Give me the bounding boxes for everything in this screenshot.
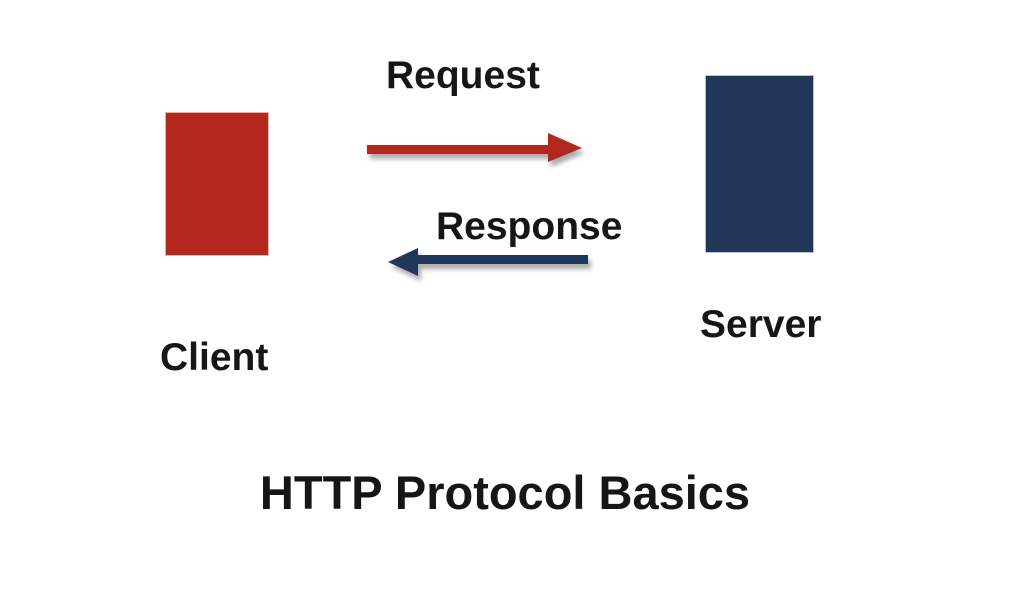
- server-label: Server: [700, 303, 822, 346]
- request-arrow-shaft: [367, 145, 550, 154]
- response-label: Response: [436, 205, 623, 248]
- request-arrow-head: [548, 133, 582, 162]
- response-arrow-shaft: [416, 255, 588, 264]
- client-label: Client: [160, 336, 269, 379]
- client-box: [165, 112, 269, 256]
- response-arrow-head: [388, 248, 418, 276]
- diagram-title: HTTP Protocol Basics: [259, 466, 751, 519]
- request-arrow-icon: [367, 133, 582, 162]
- response-arrow-icon: [388, 248, 588, 276]
- request-label: Request: [386, 54, 540, 97]
- server-box: [705, 75, 814, 253]
